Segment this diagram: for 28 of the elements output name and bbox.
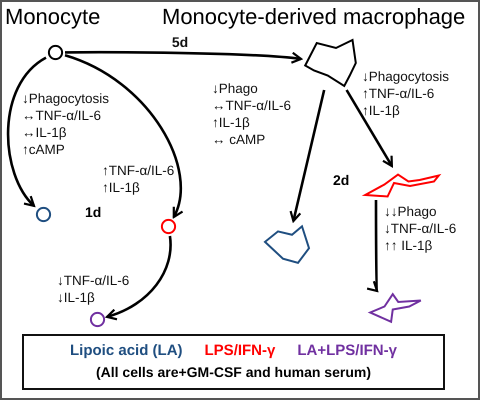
arrow xyxy=(345,89,393,168)
macrophage-cell xyxy=(303,38,358,88)
edge-label: ↓Phago ↔TNF-α/IL-6 ↑IL-1β ↔ cAMP xyxy=(212,80,292,148)
edge-label: ↓Phagocytosis ↑TNF-α/IL-6 ↑IL-1β xyxy=(362,68,450,119)
edge-label: ↑TNF-α/IL-6 ↑IL-1β xyxy=(102,162,174,196)
title: Monocyte-derived macrophage xyxy=(162,4,466,30)
cell-circle xyxy=(90,312,105,327)
time-label: 2d xyxy=(333,172,350,188)
arrow xyxy=(64,50,302,64)
note: (All cells are+GM-CSF and human serum) xyxy=(94,364,372,380)
macrophage-cell xyxy=(368,293,423,323)
arrow xyxy=(64,54,183,218)
cell-circle xyxy=(161,219,176,234)
cell-circle xyxy=(48,45,63,60)
legend-entry: Lipoic acid (LA) xyxy=(70,342,183,359)
edge-label: ↓↓Phago ↓TNF-α/IL-6 ↑↑ IL-1β xyxy=(384,203,456,254)
arrow xyxy=(106,236,172,320)
arrow xyxy=(290,90,326,222)
time-label: 1d xyxy=(85,204,102,220)
legend-entry: LA+LPS/IFN-γ xyxy=(297,342,397,359)
arrow xyxy=(6,56,47,207)
cell-circle xyxy=(36,207,51,222)
edge-label: ↓TNF-α/IL-6 ↓IL-1β xyxy=(57,272,130,306)
edge-label: 5d xyxy=(170,34,190,51)
macrophage-cell xyxy=(263,223,313,265)
legend-entry: LPS/IFN-γ xyxy=(204,342,276,359)
title: Monocyte xyxy=(5,4,100,30)
edge-label: ↓Phagocytosis ↔TNF-α/IL-6 ↔IL-1β ↑cAMP xyxy=(22,90,110,158)
